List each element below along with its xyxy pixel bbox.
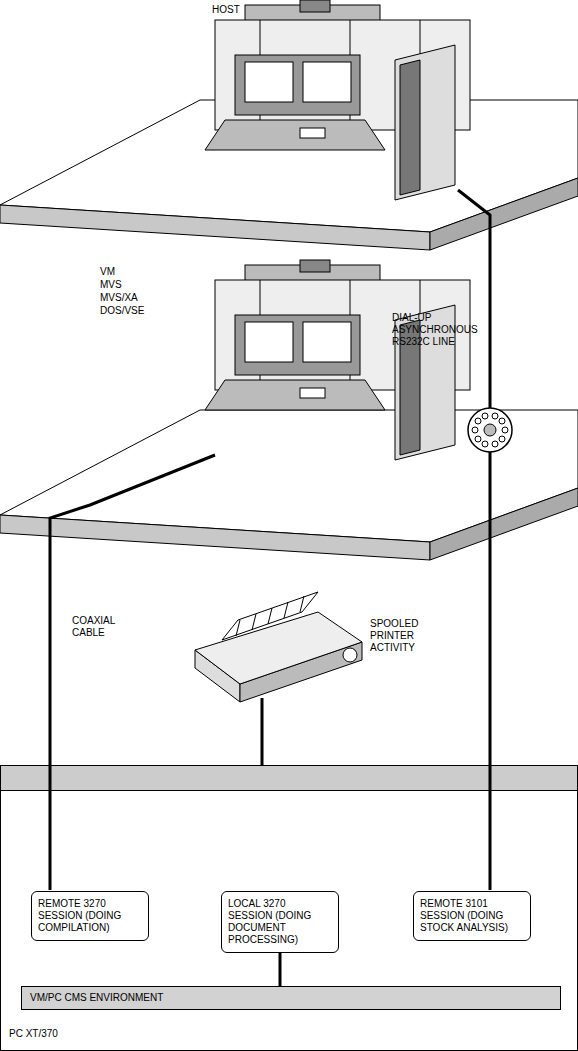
node-text: PC XT/370 [9, 1028, 58, 1040]
callout-label: MVS/XA [100, 292, 160, 304]
callout-label: DOS/VSE [100, 305, 160, 317]
node-text: VM/PC CMS ENVIRONMENT [30, 992, 163, 1004]
callout-label: HOST [212, 4, 252, 16]
callout-label: MVS [100, 279, 160, 291]
session-box: LOCAL 3270 SESSION (DOING DOCUMENT PROCE… [221, 891, 339, 953]
node-text: LOCAL 3270 SESSION (DOING DOCUMENT PROCE… [228, 898, 332, 946]
callout-label: DIAL-UP ASYNCHRONOUS RS232C LINE [392, 312, 484, 348]
node-text: REMOTE 3101 SESSION (DOING STOCK ANALYSI… [420, 898, 524, 934]
connector-line [279, 953, 282, 986]
callout-label: SPOOLED PRINTER ACTIVITY [370, 618, 436, 654]
environment-bar: VM/PC CMS ENVIRONMENT [21, 986, 561, 1010]
callout-label: VM [100, 266, 160, 278]
callout-label: COAXIAL CABLE [72, 615, 134, 639]
computer-housing: PC XT/370 REMOTE 3270 SESSION (DOING COMP… [0, 765, 578, 1051]
housing-band [1, 766, 577, 791]
session-box: REMOTE 3270 SESSION (DOING COMPILATION) [31, 891, 149, 941]
node-text: REMOTE 3270 SESSION (DOING COMPILATION) [38, 898, 142, 934]
session-box: REMOTE 3101 SESSION (DOING STOCK ANALYSI… [413, 891, 531, 941]
